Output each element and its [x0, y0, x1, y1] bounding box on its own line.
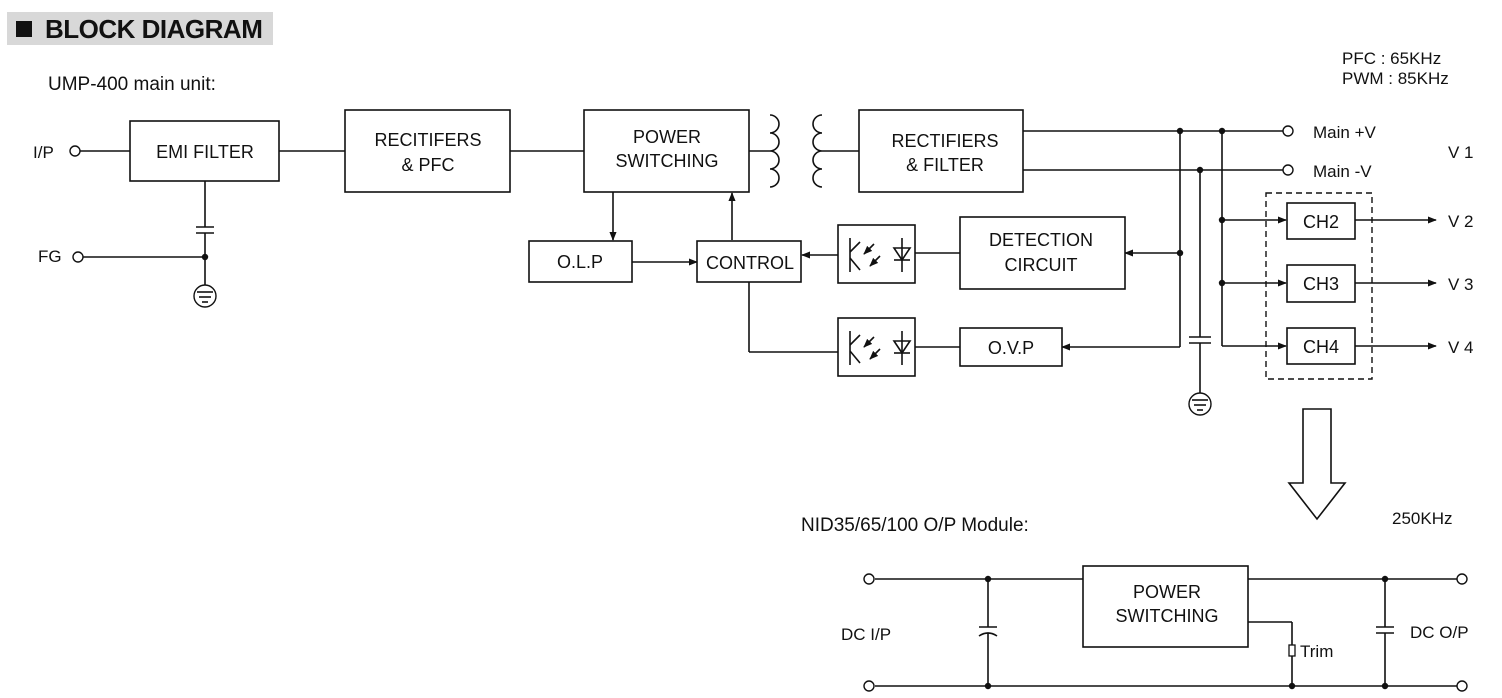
header-square-icon	[16, 21, 32, 37]
trim-label: Trim	[1300, 642, 1333, 661]
wires-main	[80, 130, 1437, 393]
dc-input-label: DC I/P	[841, 625, 891, 644]
input-ip-label: I/P	[33, 143, 54, 162]
rectifiers-pfc-block	[344, 109, 511, 193]
pfc-frequency: PFC : 65KHz	[1342, 49, 1441, 68]
ip-terminal	[69, 145, 81, 157]
detection-label-1: DETECTION	[989, 230, 1093, 250]
wires-module	[875, 578, 1457, 687]
pwm-frequency: PWM : 85KHz	[1342, 69, 1449, 88]
v1-label: V 1	[1448, 143, 1474, 162]
optocoupler-icon	[837, 224, 916, 284]
section-header: BLOCK DIAGRAM	[7, 12, 273, 45]
ch3-label: CH3	[1303, 274, 1339, 294]
olp-label: O.L.P	[557, 252, 603, 272]
rectifiers-filter-block	[858, 109, 1024, 193]
main-negative-label: Main -V	[1313, 162, 1372, 181]
detection-circuit-block	[959, 216, 1126, 290]
ovp-block	[959, 327, 1063, 367]
v3-label: V 3	[1448, 275, 1474, 294]
junction-dots	[201, 127, 1226, 287]
emi-filter-label: EMI FILTER	[156, 142, 254, 162]
control-label: CONTROL	[706, 253, 794, 273]
dc-out-negative-terminal	[1456, 680, 1468, 692]
optocoupler-icon	[837, 317, 916, 377]
power-switching-label-2: SWITCHING	[616, 151, 719, 171]
ground-icon	[193, 284, 217, 308]
ovp-label: O.V.P	[988, 338, 1034, 358]
module-power-switching-label-2: SWITCHING	[1116, 606, 1219, 626]
control-block	[696, 240, 802, 283]
detection-label-2: CIRCUIT	[1005, 255, 1078, 275]
main-negative-terminal	[1282, 164, 1294, 176]
dc-out-positive-terminal	[1456, 573, 1468, 585]
main-positive-terminal	[1282, 125, 1294, 137]
main-unit-label: UMP-400 main unit:	[48, 74, 216, 95]
ch2-label: CH2	[1303, 212, 1339, 232]
ch3-block	[1286, 264, 1356, 303]
power-switching-label-1: POWER	[633, 127, 701, 147]
transformer-icon	[769, 114, 823, 188]
ch4-block	[1286, 327, 1356, 365]
dc-output-label: DC O/P	[1410, 623, 1469, 642]
v2-label: V 2	[1448, 212, 1474, 231]
fg-terminal	[72, 251, 84, 263]
header-title: BLOCK DIAGRAM	[45, 14, 263, 44]
trim-resistor-icon	[1288, 644, 1296, 657]
rectifiers-filter-label-1: RECTIFIERS	[891, 131, 998, 151]
module-junction-dots	[984, 575, 1389, 690]
module-label: NID35/65/100 O/P Module:	[801, 515, 1029, 536]
dc-in-negative-terminal	[863, 680, 875, 692]
module-frequency: 250KHz	[1392, 509, 1452, 528]
ch4-label: CH4	[1303, 337, 1339, 357]
module-power-switching-block	[1082, 565, 1249, 648]
power-switching-block	[583, 109, 750, 193]
emi-filter-block	[129, 120, 280, 182]
ch2-block	[1286, 202, 1356, 240]
main-positive-label: Main +V	[1313, 123, 1376, 142]
rectifiers-filter-label-2: & FILTER	[906, 155, 984, 175]
dc-in-positive-terminal	[863, 573, 875, 585]
module-power-switching-label-1: POWER	[1133, 582, 1201, 602]
down-arrow-icon	[1287, 408, 1347, 521]
input-fg-label: FG	[38, 247, 62, 266]
olp-block	[528, 240, 633, 283]
v4-label: V 4	[1448, 338, 1474, 357]
channel-module-group	[1265, 192, 1373, 380]
rectifiers-pfc-label-2: & PFC	[401, 155, 454, 175]
ground-icon	[1188, 392, 1212, 416]
rectifiers-pfc-label-1: RECITIFERS	[374, 130, 481, 150]
